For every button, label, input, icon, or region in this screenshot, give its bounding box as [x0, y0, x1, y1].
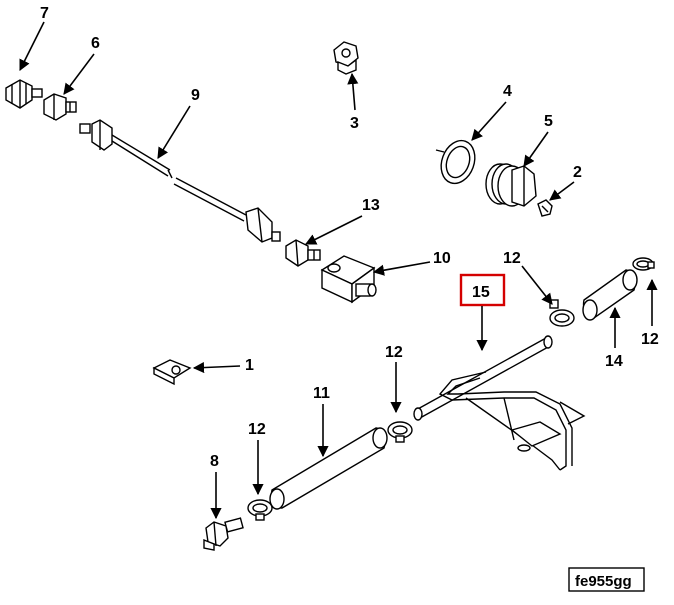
callout-9-label: 9	[191, 87, 200, 104]
callout-10-label: 10	[433, 250, 451, 267]
callout-12-middle: 12	[385, 344, 403, 414]
callout-1: 1	[192, 357, 254, 374]
callout-15-label: 15	[472, 284, 490, 301]
callout-12-right: 12	[641, 278, 659, 348]
callout-3-label: 3	[350, 115, 359, 132]
callout-6-label: 6	[91, 35, 100, 52]
callout-4-label: 4	[503, 83, 512, 100]
part-15-tube-assembly	[413, 335, 586, 471]
callout-8: 8	[210, 453, 222, 520]
callout-6: 6	[63, 35, 100, 95]
callout-14-label: 14	[605, 353, 623, 370]
part-9-tube	[79, 119, 281, 243]
callout-7-label: 7	[40, 5, 49, 22]
callout-2: 2	[549, 164, 582, 201]
callout-15: 15	[459, 273, 506, 352]
part-5-plug	[485, 163, 537, 207]
callout-11-label: 11	[313, 385, 330, 402]
part-1-clip	[152, 359, 192, 386]
part-11-hose	[269, 427, 388, 510]
part-12-clamp-upper-right	[632, 257, 655, 271]
callout-5-label: 5	[544, 113, 553, 130]
part-13-fitting	[285, 239, 321, 267]
reference-code-box: fe955gg	[568, 567, 645, 592]
callout-8-label: 8	[210, 453, 219, 470]
part-3-nut	[333, 41, 359, 75]
callout-10: 10	[372, 250, 451, 276]
callout-11: 11	[313, 385, 330, 458]
callout-9: 9	[157, 87, 200, 159]
callout-7: 7	[19, 5, 49, 72]
callout-1-label: 1	[245, 357, 254, 374]
part-2-screw	[537, 199, 553, 217]
callout-12-lower-label: 12	[248, 421, 266, 438]
callout-12-upper-label: 12	[503, 250, 521, 267]
part-7-fitting	[5, 79, 43, 109]
highlight-box-15	[459, 273, 506, 307]
callout-13-label: 13	[362, 197, 380, 214]
callout-12-middle-label: 12	[385, 344, 403, 361]
callout-12-lower: 12	[248, 421, 266, 496]
part-4-seal-ring	[435, 139, 476, 185]
part-8-fitting	[203, 517, 244, 551]
callout-13: 13	[304, 197, 380, 245]
callout-2-label: 2	[573, 164, 582, 181]
part-6-fitting	[43, 93, 77, 121]
reference-code-label: fe955gg	[575, 573, 632, 590]
callout-5: 5	[523, 113, 553, 167]
part-12-clamp-middle	[387, 421, 413, 443]
callout-12-upper: 12	[503, 250, 553, 305]
part-14-hose	[582, 269, 638, 321]
callout-12-right-label: 12	[641, 331, 659, 348]
part-12-clamp-lower	[247, 499, 273, 521]
callout-14: 14	[605, 306, 623, 370]
callout-4: 4	[471, 83, 512, 141]
part-12-clamp-upper	[549, 299, 575, 327]
callout-3: 3	[347, 72, 359, 132]
part-10-tee-block	[320, 255, 377, 304]
